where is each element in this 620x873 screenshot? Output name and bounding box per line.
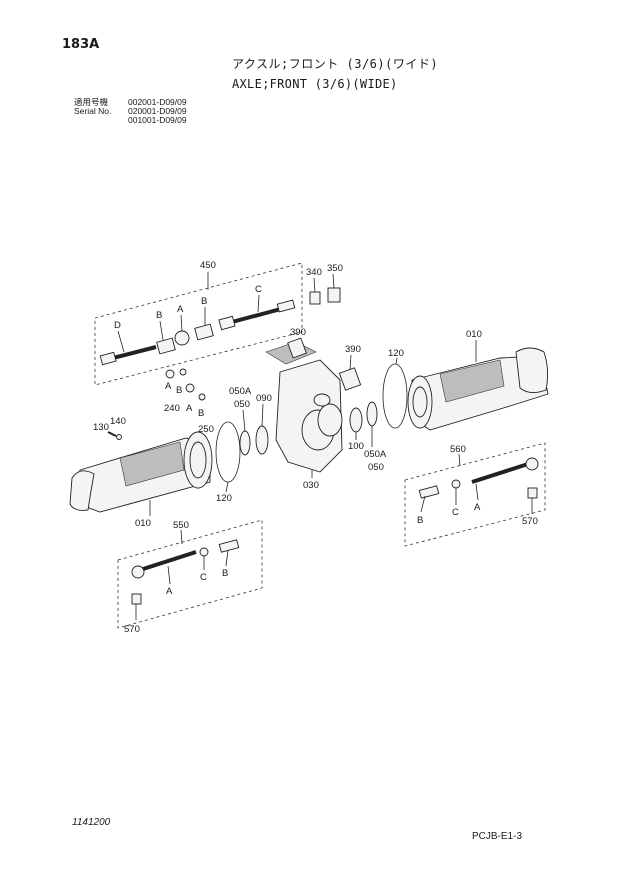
bolt-c-left [199, 547, 209, 557]
label-010-left: 010 [135, 518, 151, 529]
label-a-1: A [177, 304, 184, 315]
label-550: 550 [173, 520, 189, 531]
axle-shaft-long [231, 299, 296, 324]
label-390-upper: 390 [290, 327, 306, 338]
label-120-left: 120 [216, 493, 232, 504]
label-570-left: 570 [124, 624, 140, 635]
o-ring-120-left [215, 421, 241, 483]
seal-100 [349, 407, 363, 433]
clamp-right [418, 485, 440, 499]
serial-label-en-no: No. [98, 106, 112, 116]
label-b-3: B [176, 385, 182, 396]
label-b-5: B [417, 515, 423, 526]
label-240: 240 [164, 403, 180, 414]
label-390-lower: 390 [345, 344, 361, 355]
clamp-left [218, 539, 240, 553]
group-box-550 [117, 519, 263, 629]
nut-570-right [527, 487, 538, 499]
shim-050-left [239, 430, 251, 456]
label-010-right: 010 [466, 329, 482, 340]
serial-range-2: 020001-D09/09 [128, 106, 187, 116]
serial-range-1: 002001-D09/09 [128, 97, 187, 107]
serial-label-jp: 適用号機 [74, 97, 109, 107]
o-ring-120-right [382, 363, 408, 429]
label-050a-left: 050A [229, 386, 252, 397]
tie-rod-end-right [525, 457, 539, 471]
axle-shaft-short [99, 345, 157, 366]
tie-rod-right [471, 462, 529, 484]
label-100: 100 [348, 441, 364, 452]
label-050a-right: 050A [364, 449, 387, 460]
label-350: 350 [327, 263, 343, 274]
label-450: 450 [200, 260, 216, 271]
footer-drawing-number: 1141200 [72, 817, 111, 828]
part-a-small-2 [185, 383, 195, 393]
label-c-1: C [255, 284, 262, 295]
label-b-2: B [201, 296, 207, 307]
axle-housing-right [407, 347, 549, 431]
title-english: AXLE;FRONT (3/6)(WIDE) [232, 77, 398, 91]
differential-carrier [265, 341, 343, 473]
label-050-right: 050 [368, 462, 384, 473]
label-250: 250 [198, 424, 214, 435]
label-130: 130 [93, 422, 109, 433]
label-c-3: C [200, 572, 207, 583]
seal-350 [327, 287, 341, 303]
serial-range-3: 001001-D09/09 [128, 115, 187, 125]
serial-label-en-word: Serial [74, 106, 96, 116]
label-d: D [114, 320, 121, 331]
bolt-c-right [451, 479, 461, 489]
label-a-2: A [165, 381, 172, 392]
bushing-340 [309, 291, 321, 305]
shim-050-right [366, 401, 378, 427]
part-a-small [165, 369, 175, 379]
label-a-4: A [474, 502, 481, 513]
bushing-390-lower [338, 367, 362, 391]
label-a-3: A [186, 403, 193, 414]
nut-570-left [131, 593, 142, 605]
label-090: 090 [256, 393, 272, 404]
tie-rod-end-left [131, 565, 145, 579]
page-code: 183A [62, 37, 100, 52]
bushing-390-upper [287, 337, 307, 359]
title-japanese: アクスル;フロント (3/6)(ワイド) [232, 57, 439, 71]
serial-label-en: Serial No. [74, 107, 111, 116]
part-b-small-2 [198, 393, 206, 401]
tie-rod-left [139, 550, 197, 572]
label-120-right: 120 [388, 348, 404, 359]
label-570-right: 570 [522, 516, 538, 527]
bearing-090 [255, 425, 269, 455]
footer-page-ref: PCJB-E1-3 [472, 831, 523, 842]
label-b-4: B [198, 408, 204, 419]
axle-housing-left [69, 431, 213, 513]
label-340: 340 [306, 267, 322, 278]
label-b-1: B [156, 310, 162, 321]
label-b-6: B [222, 568, 228, 579]
label-a-5: A [166, 586, 173, 597]
universal-joint [156, 315, 236, 355]
group-box-560 [404, 442, 546, 547]
label-050-left: 050 [234, 399, 250, 410]
group-box-450 [94, 262, 303, 386]
part-b-small [179, 368, 187, 376]
label-140: 140 [110, 416, 126, 427]
label-560: 560 [450, 444, 466, 455]
label-030: 030 [303, 480, 319, 491]
label-c-2: C [452, 507, 459, 518]
